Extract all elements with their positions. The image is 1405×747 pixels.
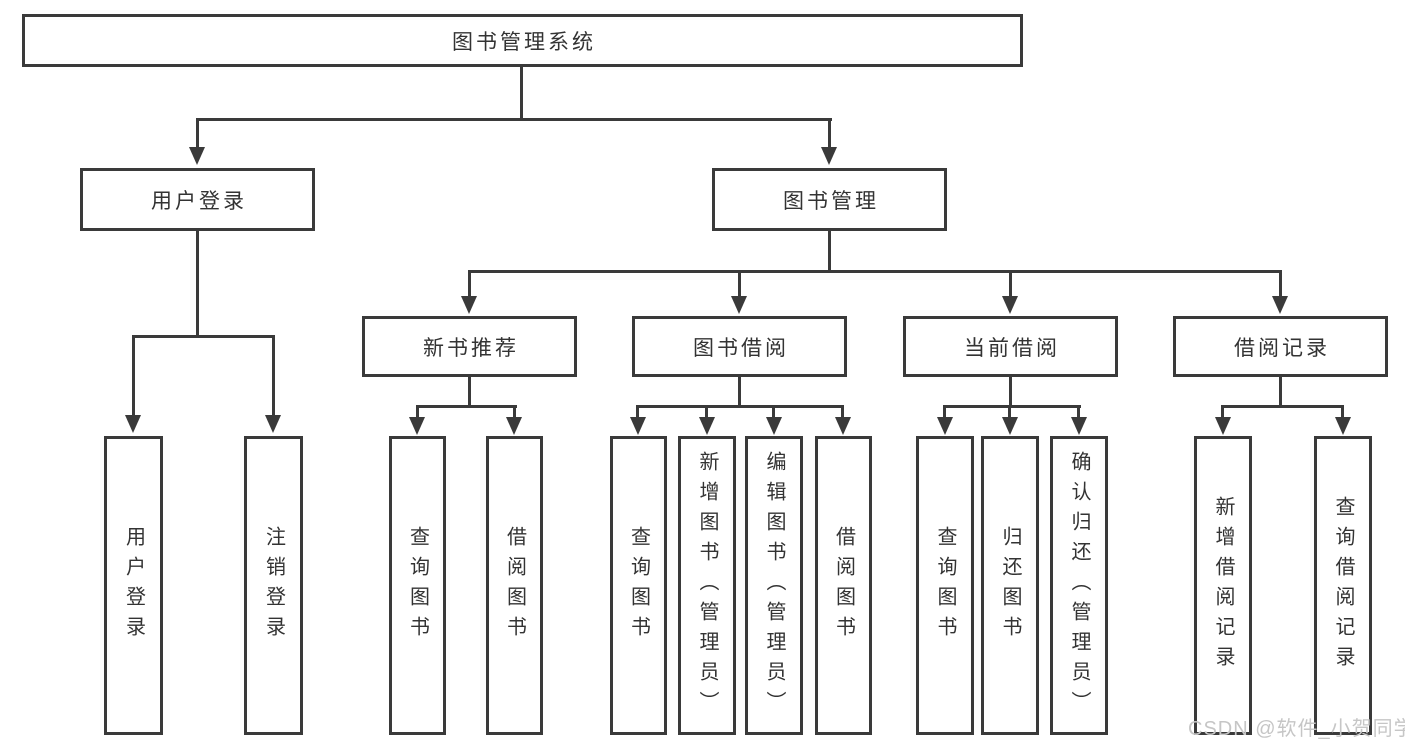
leaf-newbooks-borrow-books: 借阅图书 bbox=[486, 436, 543, 735]
leaf-borrow-borrow-books-label: 借阅图书 bbox=[832, 525, 855, 646]
connector-drop bbox=[513, 405, 516, 418]
leaf-newbooks-query-books: 查询图书 bbox=[389, 436, 446, 735]
leaf-records-query-record-label: 查询借阅记录 bbox=[1332, 495, 1354, 676]
connector-rail bbox=[1221, 405, 1343, 408]
leaf-current-confirm-return-admin-label: 确认归还（管理员） bbox=[1068, 450, 1090, 721]
connector-drop bbox=[1279, 270, 1282, 297]
connector-root-rail bbox=[196, 118, 832, 121]
node-user-login: 用户登录 bbox=[80, 168, 315, 231]
connector-drop bbox=[132, 335, 135, 416]
leaf-current-confirm-return-admin: 确认归还（管理员） bbox=[1050, 436, 1108, 735]
connector-drop bbox=[705, 405, 708, 418]
connector-drop bbox=[738, 270, 741, 297]
arrowhead-down-icon bbox=[731, 296, 747, 314]
node-book-management: 图书管理 bbox=[712, 168, 947, 231]
leaf-borrow-edit-books-admin-label: 编辑图书（管理员） bbox=[763, 450, 785, 721]
arrowhead-down-icon bbox=[1272, 296, 1288, 314]
node-new-book-recommend: 新书推荐 bbox=[362, 316, 577, 377]
leaf-user-login-label: 用户登录 bbox=[122, 525, 145, 646]
connector-drop bbox=[1008, 405, 1011, 418]
leaf-borrow-borrow-books: 借阅图书 bbox=[815, 436, 872, 735]
connector-drop bbox=[841, 405, 844, 418]
node-book-borrow-label: 图书借阅 bbox=[693, 336, 789, 360]
leaf-records-add-record-label: 新增借阅记录 bbox=[1212, 495, 1234, 676]
leaf-newbooks-query-books-label: 查询图书 bbox=[406, 525, 429, 646]
leaf-logout-label: 注销登录 bbox=[262, 525, 285, 646]
connector-drop bbox=[1221, 405, 1224, 418]
leaf-current-return-books-label: 归还图书 bbox=[999, 525, 1021, 646]
connector-rail bbox=[468, 270, 1282, 273]
node-current-borrow: 当前借阅 bbox=[903, 316, 1118, 377]
arrowhead-down-icon bbox=[835, 417, 851, 435]
connector-drop bbox=[272, 335, 275, 416]
node-borrow-records-label: 借阅记录 bbox=[1234, 336, 1330, 360]
connector-drop bbox=[1341, 405, 1344, 418]
leaf-logout: 注销登录 bbox=[244, 436, 303, 735]
arrowhead-down-icon bbox=[1335, 417, 1351, 435]
arrowhead-down-icon bbox=[699, 417, 715, 435]
connector-root-stem bbox=[520, 67, 523, 118]
connector-drop bbox=[416, 405, 419, 418]
node-root: 图书管理系统 bbox=[22, 14, 1023, 67]
node-borrow-records: 借阅记录 bbox=[1173, 316, 1388, 377]
node-current-borrow-label: 当前借阅 bbox=[964, 336, 1060, 360]
watermark: CSDN @软件_小贺同学 bbox=[1188, 718, 1405, 740]
arrowhead-down-icon bbox=[1071, 417, 1087, 435]
leaf-current-return-books: 归还图书 bbox=[981, 436, 1039, 735]
leaf-current-query-books: 查询图书 bbox=[916, 436, 974, 735]
connector-stem bbox=[468, 377, 471, 405]
arrowhead-down-icon bbox=[1002, 417, 1018, 435]
connector-drop bbox=[1009, 270, 1012, 297]
leaf-borrow-add-books-admin: 新增图书（管理员） bbox=[678, 436, 736, 735]
connector-drop bbox=[1077, 405, 1080, 418]
node-user-login-label: 用户登录 bbox=[151, 189, 247, 213]
connector-drop bbox=[636, 405, 639, 418]
leaf-borrow-add-books-admin-label: 新增图书（管理员） bbox=[696, 450, 718, 721]
arrowhead-down-icon bbox=[766, 417, 782, 435]
connector-drop bbox=[828, 118, 831, 149]
connector-drop bbox=[468, 270, 471, 297]
connector-rail bbox=[943, 405, 1081, 408]
arrowhead-down-icon bbox=[937, 417, 953, 435]
connector-stem bbox=[1279, 377, 1282, 405]
leaf-borrow-edit-books-admin: 编辑图书（管理员） bbox=[745, 436, 803, 735]
leaf-current-query-books-label: 查询图书 bbox=[934, 525, 956, 646]
arrowhead-down-icon bbox=[461, 296, 477, 314]
node-new-book-recommend-label: 新书推荐 bbox=[423, 336, 519, 360]
arrowhead-down-icon bbox=[125, 415, 141, 433]
leaf-records-add-record: 新增借阅记录 bbox=[1194, 436, 1252, 735]
node-root-label: 图书管理系统 bbox=[452, 30, 596, 54]
leaf-newbooks-borrow-books-label: 借阅图书 bbox=[503, 525, 526, 646]
arrowhead-down-icon bbox=[409, 417, 425, 435]
connector-rail bbox=[636, 405, 843, 408]
arrowhead-down-icon bbox=[1215, 417, 1231, 435]
arrowhead-down-icon bbox=[1002, 296, 1018, 314]
connector-drop bbox=[943, 405, 946, 418]
node-book-management-label: 图书管理 bbox=[783, 189, 879, 213]
connector-stem bbox=[196, 231, 199, 335]
connector-drop bbox=[196, 118, 199, 149]
connector-drop bbox=[772, 405, 775, 418]
leaf-user-login: 用户登录 bbox=[104, 436, 163, 735]
arrowhead-down-icon bbox=[630, 417, 646, 435]
leaf-borrow-query-books-label: 查询图书 bbox=[627, 525, 650, 646]
connector-rail bbox=[416, 405, 517, 408]
connector-stem bbox=[828, 231, 831, 270]
node-book-borrow: 图书借阅 bbox=[632, 316, 847, 377]
leaf-borrow-query-books: 查询图书 bbox=[610, 436, 667, 735]
arrowhead-down-icon bbox=[821, 147, 837, 165]
connector-stem bbox=[1009, 377, 1012, 405]
arrowhead-down-icon bbox=[506, 417, 522, 435]
connector-rail bbox=[132, 335, 275, 338]
leaf-records-query-record: 查询借阅记录 bbox=[1314, 436, 1372, 735]
connector-stem bbox=[738, 377, 741, 405]
arrowhead-down-icon bbox=[265, 415, 281, 433]
arrowhead-down-icon bbox=[189, 147, 205, 165]
